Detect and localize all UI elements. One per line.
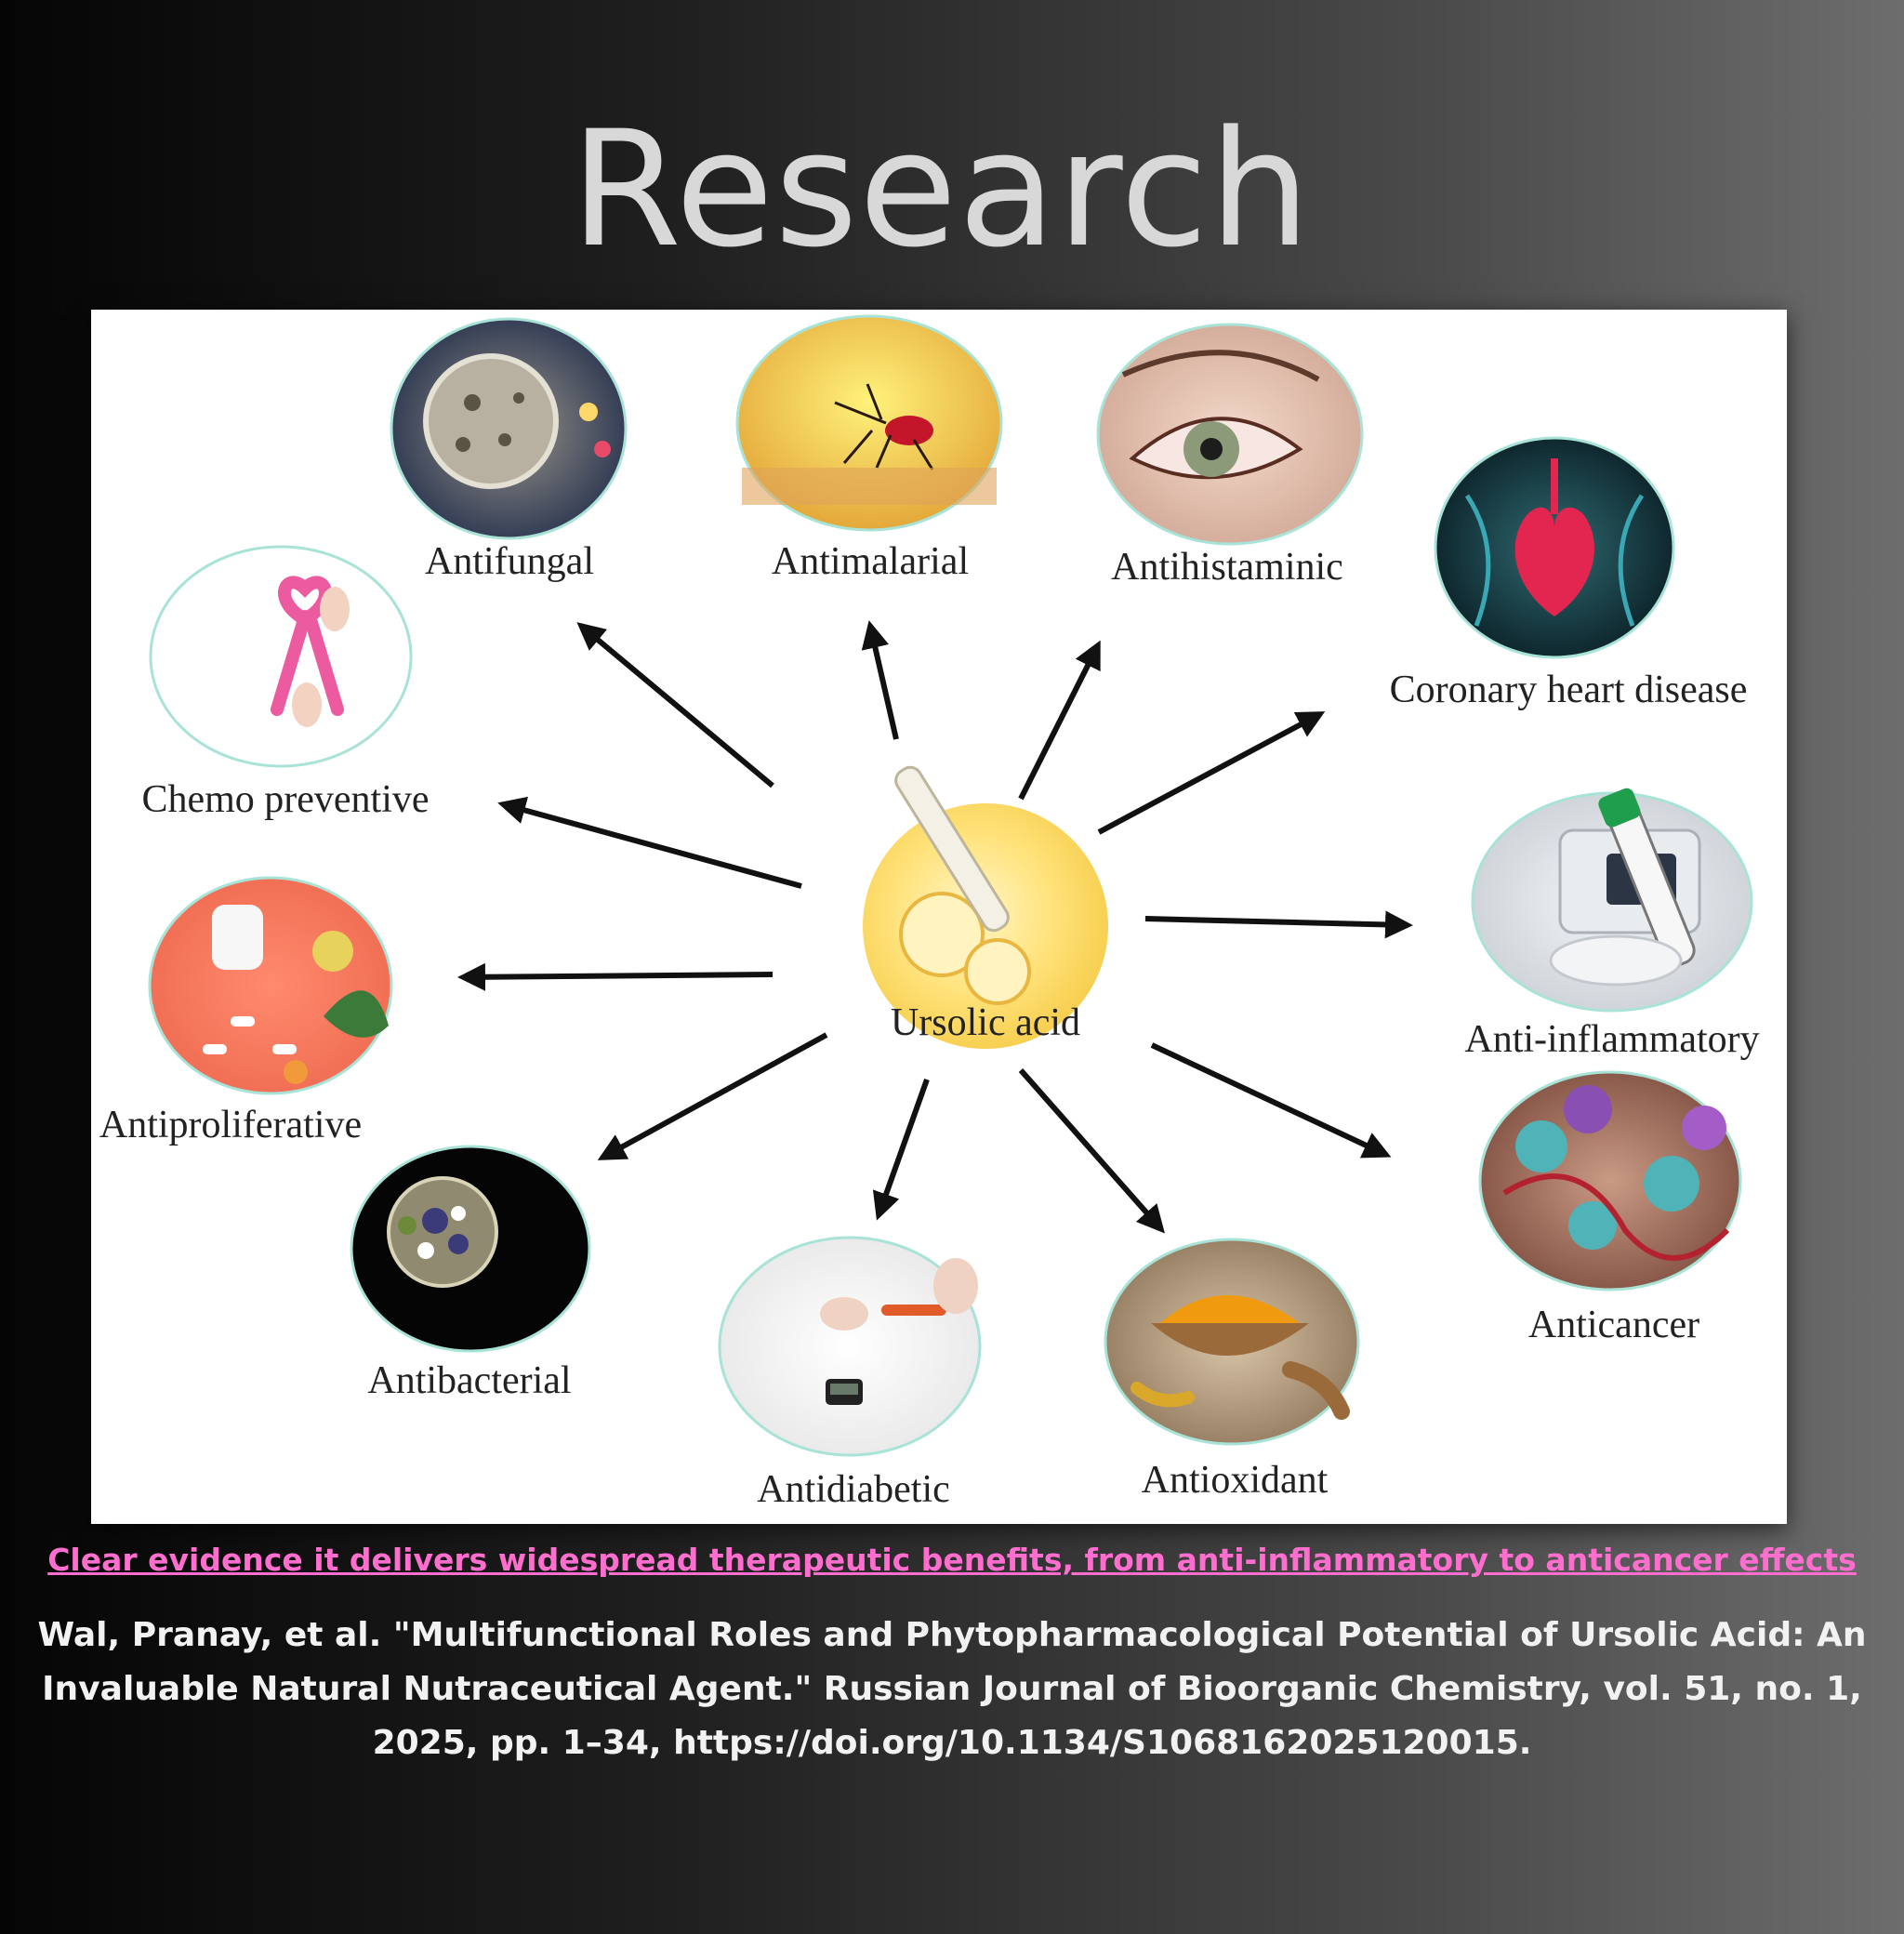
- benefit-antiproliferative: Antiproliferative: [99, 876, 393, 1146]
- arrow-to-antihistaminic: [1018, 640, 1101, 801]
- label-antibacterial: Antibacterial: [367, 1359, 571, 1402]
- dropper-icon: [894, 765, 1010, 933]
- center-label: Ursolic acid: [891, 1001, 1080, 1044]
- arrow-to-antidiabetic: [872, 1078, 930, 1221]
- ursolic-acid-node: Ursolic acid: [863, 765, 1108, 1049]
- heart-anatomy-icon: [1464, 458, 1645, 627]
- label-antimalarial: Antimalarial: [772, 540, 969, 583]
- benefit-antioxidant: Antioxidant: [1104, 1238, 1360, 1502]
- benefit-antifungal: Antifungal: [390, 317, 628, 583]
- benefit-coronary: Coronary heart disease: [1390, 436, 1748, 711]
- citation-text: Wal, Pranay, et al. "Multifunctional Rol…: [37, 1616, 1867, 1762]
- arrow-to-anticancer: [1150, 1042, 1392, 1159]
- mosquito-icon: [834, 383, 934, 470]
- benefit-antiinflammatory: Anti-inflammatory: [1464, 788, 1760, 1061]
- label-antidiabetic: Antidiabetic: [757, 1468, 950, 1511]
- label-antioxidant: Antioxidant: [1142, 1459, 1329, 1502]
- label-coronary: Coronary heart disease: [1390, 669, 1748, 711]
- petri-dish-fungus-icon: [423, 353, 611, 489]
- benefit-chemo: Chemo preventive: [141, 545, 430, 821]
- arrow-group: [457, 620, 1413, 1234]
- label-antihistaminic: Antihistaminic: [1111, 546, 1343, 589]
- label-chemo: Chemo preventive: [141, 778, 429, 821]
- pills-and-fruit-icon: [203, 905, 389, 1084]
- irritated-eye-icon: [1121, 350, 1320, 480]
- arrow-to-antibacterial: [597, 1032, 828, 1160]
- ursolic-acid-diagram: Ursolic acid Antifungal Antimalaria: [91, 310, 1787, 1524]
- glucose-meter-icon: [820, 1258, 978, 1405]
- benefit-anticancer: Anticancer: [1478, 1070, 1742, 1346]
- label-antiinflammatory: Anti-inflammatory: [1464, 1018, 1759, 1061]
- turmeric-powder-icon: [1130, 1295, 1350, 1420]
- label-anticancer: Anticancer: [1528, 1304, 1699, 1346]
- blood-test-tube-icon: [1549, 788, 1701, 987]
- arrow-to-chemo: [497, 796, 802, 889]
- arrow-to-antioxidant: [1018, 1068, 1165, 1234]
- caption-link[interactable]: Clear evidence it delivers widespread th…: [47, 1542, 1857, 1578]
- page-title: Research: [570, 96, 1312, 283]
- bacteria-culture-icon: [387, 1176, 498, 1288]
- benefit-antihistaminic: Antihistaminic: [1096, 323, 1364, 589]
- label-antifungal: Antifungal: [425, 540, 594, 583]
- arrow-to-coronary: [1097, 711, 1326, 835]
- benefit-antibacterial: Antibacterial: [350, 1145, 591, 1402]
- label-antiproliferative: Antiproliferative: [99, 1104, 362, 1146]
- arrow-to-antimalarial: [861, 620, 899, 740]
- benefit-antimalarial: Antimalarial: [735, 314, 1003, 583]
- benefit-antidiabetic: Antidiabetic: [718, 1236, 982, 1511]
- arrow-to-antiproliferative: [457, 962, 774, 991]
- arrow-to-antiinflammatory: [1144, 910, 1413, 939]
- cancer-cells-icon: [1502, 1085, 1730, 1261]
- pink-ribbon-icon: [271, 576, 350, 727]
- arrow-to-antifungal: [576, 622, 774, 788]
